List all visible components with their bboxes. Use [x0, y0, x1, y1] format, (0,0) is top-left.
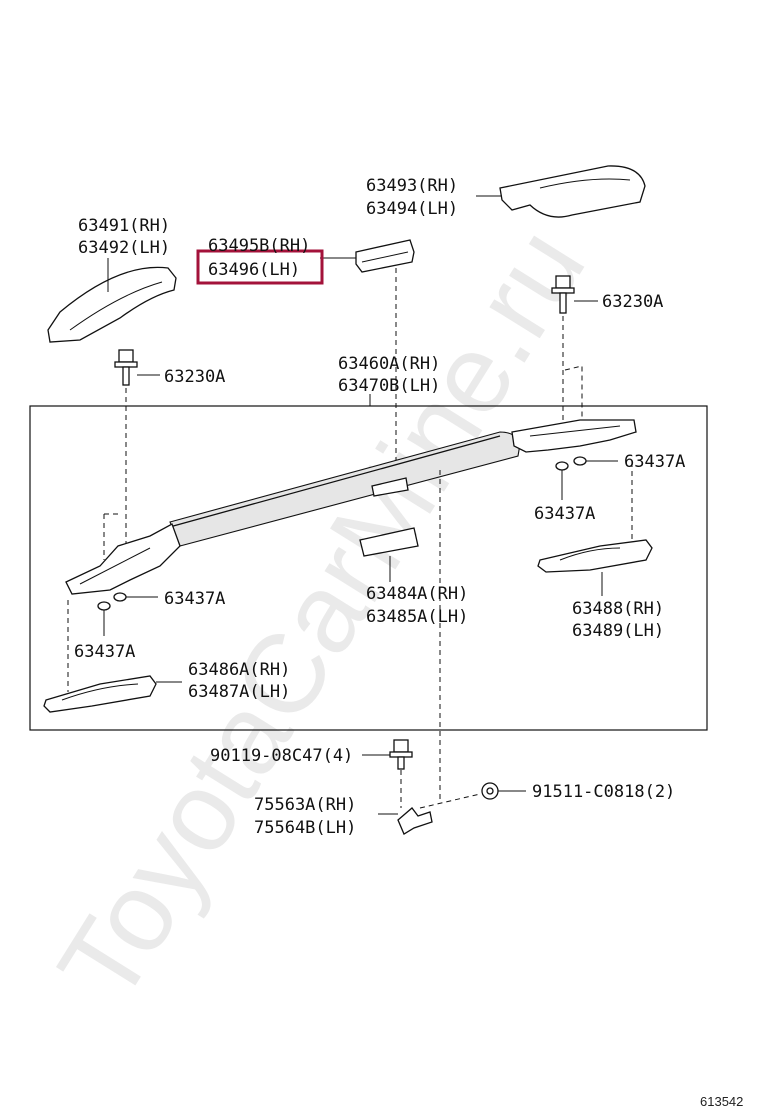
label-63460a[interactable]: 63460A(RH) [338, 354, 440, 374]
label-63470b[interactable]: 63470B(LH) [338, 376, 440, 396]
label-63437a-l2[interactable]: 63437A [74, 642, 135, 662]
label-63484a[interactable]: 63484A(RH) [366, 584, 468, 604]
watermark-text: ToyotaCarMine.ru [34, 207, 608, 1023]
label-91511[interactable]: 91511-C0818(2) [532, 782, 675, 802]
part-roof-rail[interactable] [65, 419, 637, 595]
washer-right-icon[interactable] [555, 456, 587, 471]
label-63437a-l1[interactable]: 63437A [164, 589, 225, 609]
diagram-id: 613542 [700, 1094, 743, 1109]
bolt-bottom-icon[interactable] [389, 739, 413, 770]
label-63230a-right[interactable]: 63230A [602, 292, 663, 312]
label-63485a[interactable]: 63485A(LH) [366, 607, 468, 627]
part-bracket-bottom[interactable] [397, 807, 433, 835]
label-63493[interactable]: 63493(RH) [366, 176, 458, 196]
guide-right-leg [564, 365, 583, 420]
label-90119[interactable]: 90119-08C47(4) [210, 746, 353, 766]
part-pad-left[interactable] [43, 675, 157, 713]
part-cover-rear[interactable] [499, 165, 646, 218]
label-75563a[interactable]: 75563A(RH) [254, 795, 356, 815]
guide-clip [419, 793, 481, 809]
part-pad-right[interactable] [537, 539, 653, 573]
part-center-cap[interactable] [355, 239, 415, 273]
bolt-right-icon[interactable] [551, 275, 575, 314]
highlight-63496 [196, 249, 324, 285]
part-cover-front[interactable] [47, 266, 177, 343]
label-75564b[interactable]: 75564B(LH) [254, 818, 356, 838]
part-center-bracket[interactable] [359, 477, 419, 557]
clip-icon[interactable] [481, 782, 499, 800]
label-63491[interactable]: 63491(RH) [78, 216, 170, 236]
guide-left-leg [103, 513, 120, 560]
label-63437a-r2[interactable]: 63437A [534, 504, 595, 524]
label-63496[interactable]: 63496(LH) [208, 260, 300, 280]
label-63492[interactable]: 63492(LH) [78, 238, 170, 258]
label-63494[interactable]: 63494(LH) [366, 199, 458, 219]
label-63489[interactable]: 63489(LH) [572, 621, 664, 641]
label-63488[interactable]: 63488(RH) [572, 599, 664, 619]
label-63495b[interactable]: 63495B(RH) [208, 236, 310, 256]
washer-left-icon[interactable] [97, 592, 127, 611]
assembly-frame [29, 405, 708, 731]
label-63486a[interactable]: 63486A(RH) [188, 660, 290, 680]
label-63487a[interactable]: 63487A(LH) [188, 682, 290, 702]
bolt-left-icon[interactable] [114, 349, 138, 386]
label-63437a-r1[interactable]: 63437A [624, 452, 685, 472]
label-63230a-left[interactable]: 63230A [164, 367, 225, 387]
